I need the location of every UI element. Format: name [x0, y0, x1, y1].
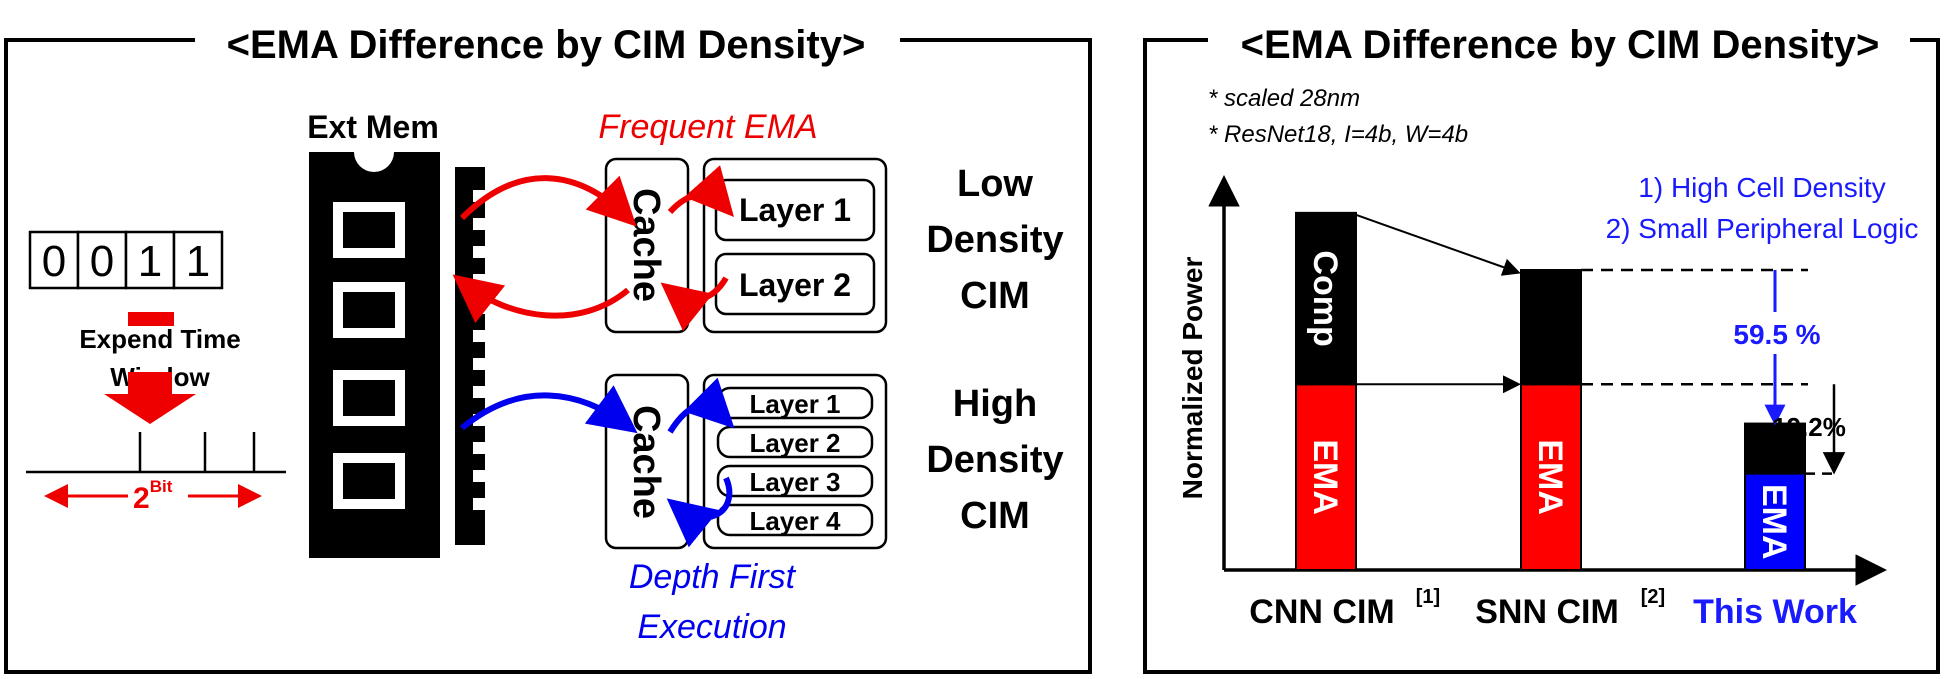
expend-time-label: Expend Time — [79, 324, 240, 354]
high-density-label-3: CIM — [960, 495, 1030, 537]
chip-pin — [473, 358, 489, 370]
chip-pin — [473, 246, 489, 258]
frequent-ema-label: Frequent EMA — [598, 108, 817, 146]
low-density-label-1: Low — [957, 163, 1033, 205]
bar-ema — [1744, 472, 1806, 572]
span-label: 2Bit — [133, 477, 173, 515]
annotation-cell-density: 1) High Cell Density — [1638, 172, 1885, 203]
expand-down-arrow-icon — [104, 372, 196, 424]
bit-highlight-bar — [128, 312, 174, 326]
chip-pin — [473, 498, 489, 510]
high-layer-2-box — [716, 425, 874, 459]
memory-cell-icon — [333, 370, 405, 426]
note-resnet: * ResNet18, I=4b, W=4b — [1208, 121, 1468, 148]
high-layer-3-box — [716, 464, 874, 498]
bar-series-label: EMA — [1755, 484, 1793, 560]
depth-first-label-1: Depth First — [629, 558, 797, 596]
high-layer-4-label: Layer 4 — [749, 506, 841, 536]
high-layer-2-label: Layer 2 — [749, 428, 840, 458]
annotation-reduction-19: 19.2% — [1772, 412, 1846, 442]
low-cache-label: Cache — [625, 188, 667, 302]
ema-read-arrow — [459, 175, 637, 227]
low-density-label-2: Density — [926, 219, 1063, 261]
left-panel: <EMA Difference by CIM Density> Ext Mem … — [4, 23, 1092, 674]
low-layer-2-label: Layer 2 — [739, 267, 851, 303]
y-axis-label: Normalized Power — [1177, 257, 1208, 500]
left-panel-frame — [4, 38, 1092, 674]
high-layer-3-label: Layer 3 — [749, 467, 840, 497]
bar-ema — [1520, 383, 1582, 571]
ema-single-load-arrow — [460, 385, 638, 434]
depth-first-label-2: Execution — [637, 608, 786, 646]
annotation-reduction-59: 59.5 % — [1733, 319, 1820, 350]
bar-series-label: EMA — [1306, 439, 1344, 515]
span-base: 2 — [133, 482, 150, 515]
layer-to-cache-arrow — [660, 276, 729, 332]
right-panel-frame — [1143, 38, 1940, 674]
bit-value: 1 — [186, 237, 210, 286]
chip-pin — [473, 442, 489, 454]
ext-mem-label: Ext Mem — [307, 109, 439, 145]
x-tick-labels: CNN CIM [1] SNN CIM [2] This Work — [1249, 586, 1857, 631]
bar-comp — [1295, 211, 1357, 386]
low-layer-1-label: Layer 1 — [739, 192, 851, 228]
annotation-peripheral-logic: 2) Small Peripheral Logic — [1606, 213, 1919, 244]
high-cache-label: Cache — [625, 405, 667, 519]
bit-value: 1 — [138, 237, 162, 286]
bit-value: 0 — [90, 237, 114, 286]
memory-cell-icon — [333, 282, 405, 338]
chip-pin — [473, 386, 489, 398]
cache-to-layer-arrow-blue — [667, 377, 735, 434]
bit-box — [172, 230, 224, 290]
bar-series-label: EMA — [1531, 439, 1569, 515]
ema-write-arrow — [452, 274, 630, 324]
x-tick-label: SNN CIM — [1475, 593, 1619, 631]
bit-boxes: 0 0 1 1 — [28, 230, 224, 290]
right-panel: <EMA Difference by CIM Density> * scaled… — [1143, 23, 1940, 674]
right-panel-title: <EMA Difference by CIM Density> — [1241, 23, 1880, 67]
bit-box — [76, 230, 128, 290]
layer-to-cache-arrow-blue — [666, 476, 733, 548]
low-density-block: Cache Layer 1 Layer 2 Low Density CIM — [452, 157, 1064, 334]
bar-series-label: Comp — [1306, 250, 1344, 346]
x-tick-reference: [2] — [1641, 586, 1665, 608]
high-density-label-2: Density — [926, 439, 1063, 481]
x-tick-reference: [1] — [1416, 586, 1440, 608]
bit-value: 0 — [42, 237, 66, 286]
chip-pin — [473, 470, 489, 482]
bit-box — [124, 230, 176, 290]
x-tick-label: CNN CIM — [1249, 593, 1394, 631]
memory-cell-icon — [333, 202, 405, 258]
chip-pin — [473, 302, 489, 314]
chip-pin — [473, 274, 489, 286]
high-layer-1-label: Layer 1 — [749, 389, 840, 419]
ext-mem-cells — [333, 202, 405, 509]
x-tick-label: This Work — [1693, 593, 1857, 631]
bit-box — [28, 230, 80, 290]
bar-comp — [1520, 269, 1582, 386]
chip-pin — [473, 218, 489, 230]
memory-cell-icon — [333, 453, 405, 509]
bar-comp — [1744, 422, 1806, 475]
comp-connector-arrow — [1355, 213, 1521, 276]
cache-to-layer-arrow — [667, 165, 734, 217]
low-density-label-3: CIM — [960, 275, 1030, 317]
left-panel-title: <EMA Difference by CIM Density> — [227, 23, 866, 67]
note-scaled: * scaled 28nm — [1208, 85, 1360, 112]
high-density-block: Cache Layer 1 Layer 2 Layer 3 Layer 4 Hi… — [460, 373, 1064, 550]
span-exponent: Bit — [150, 477, 173, 496]
chip-pin — [473, 330, 489, 342]
low-layer-2-box — [714, 252, 876, 316]
high-density-label-1: High — [953, 383, 1037, 425]
bar-ema — [1295, 383, 1357, 571]
